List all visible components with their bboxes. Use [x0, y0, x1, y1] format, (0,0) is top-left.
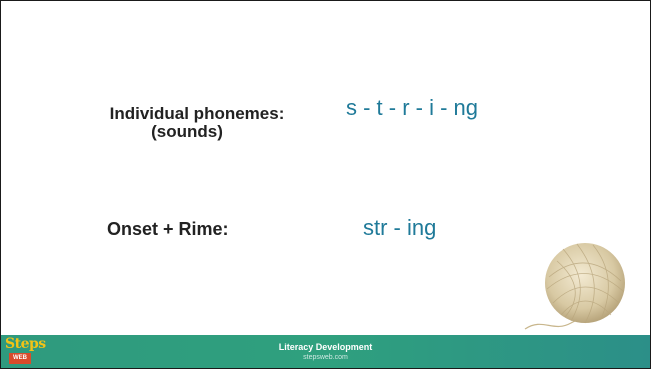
ball-of-string-image — [524, 243, 625, 330]
slide-content: Individual phonemes: (sounds) s - t - r … — [1, 1, 650, 335]
stepsweb-logo[interactable]: Steps WEB — [5, 337, 46, 367]
phonemes-value: s - t - r - i - ng — [346, 95, 478, 120]
phonemes-label-line2: (sounds) — [151, 122, 223, 141]
footer-url[interactable]: stepsweb.com — [303, 354, 348, 361]
phonemes-label: Individual phonemes: (sounds) — [81, 105, 313, 141]
onset-rime-value: str - ing — [363, 215, 437, 240]
footer-bar: Steps WEB Literacy Development stepsweb.… — [1, 335, 650, 368]
footer-title: Literacy Development — [278, 342, 373, 352]
logo-web-badge: WEB — [9, 353, 31, 364]
logo-steps-text: Steps — [5, 336, 46, 352]
phonemes-label-line1: Individual phonemes: — [109, 104, 285, 123]
onset-rime-label: Onset + Rime: — [107, 219, 229, 239]
